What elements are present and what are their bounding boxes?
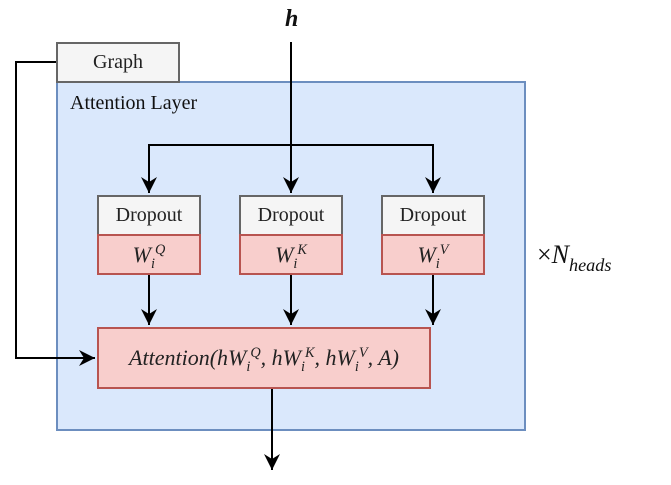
times-symbol: × — [537, 240, 552, 269]
graph-to-attention-arrow — [15, 61, 95, 366]
weight-label-q: WiQ — [132, 241, 166, 272]
weight-box-k: WiK — [239, 234, 343, 275]
repeat-label: ×Nheads — [537, 240, 612, 276]
dropout-box-q: Dropout — [97, 195, 201, 236]
dropout-box-k: Dropout — [239, 195, 343, 236]
attention-layer-title: Attention Layer — [70, 92, 198, 114]
weight-label-k: WiK — [275, 241, 307, 272]
attention-function-label: Attention(hWiQ, hWiK, hWiV, A) — [129, 345, 399, 376]
weight-box-q: WiQ — [97, 234, 201, 275]
n-heads-label: Nheads — [551, 240, 612, 276]
graph-label: Graph — [93, 51, 143, 73]
dropout-label: Dropout — [115, 204, 183, 226]
attention-function-box: Attention(hWiQ, hWiK, hWiV, A) — [97, 327, 431, 389]
weight-box-v: WiV — [381, 234, 485, 275]
branch-line-v — [291, 144, 441, 193]
weight-label-v: WiV — [417, 241, 449, 272]
graph-box: Graph — [56, 42, 180, 83]
dropout-label: Dropout — [399, 204, 467, 226]
input-label: h — [285, 6, 299, 32]
branch-line-q — [141, 144, 291, 193]
dropout-box-v: Dropout — [381, 195, 485, 236]
dropout-label: Dropout — [257, 204, 325, 226]
